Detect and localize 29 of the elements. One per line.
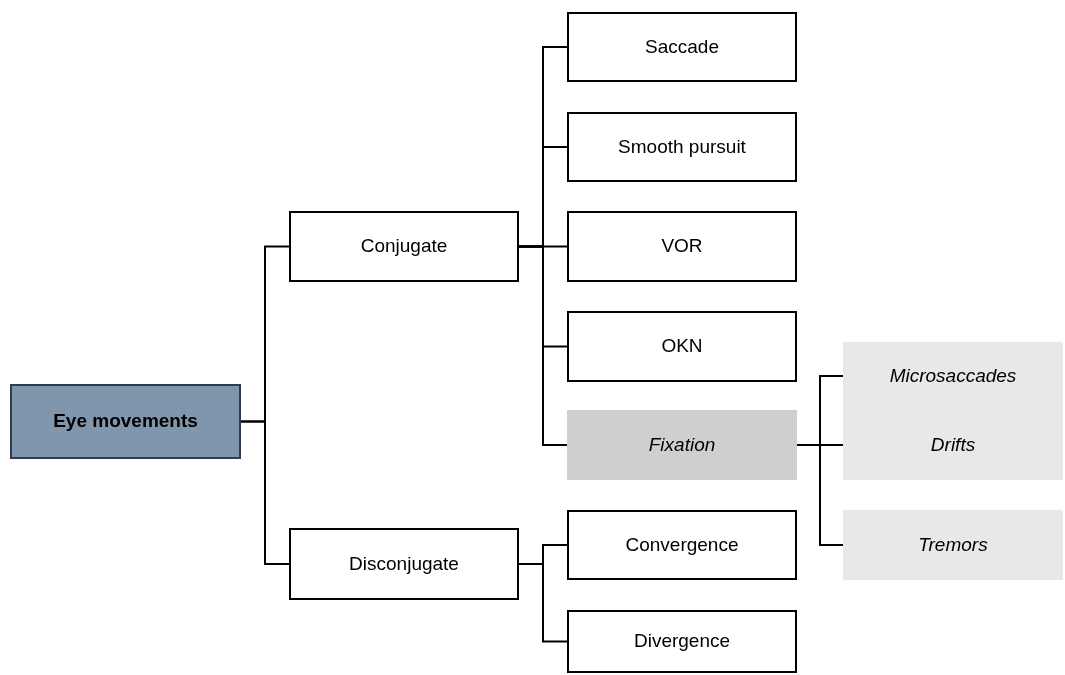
node-label: Microsaccades xyxy=(889,363,1017,388)
node-label: Disconjugate xyxy=(349,551,459,576)
connector-line xyxy=(518,563,568,643)
node-label: Drifts xyxy=(930,432,976,457)
node-label: VOR xyxy=(661,234,703,259)
category-box xyxy=(567,610,797,673)
category-box xyxy=(567,311,797,382)
node-label: OKN xyxy=(661,334,703,359)
node-label: Saccade xyxy=(645,34,719,59)
highlight-box xyxy=(567,410,797,480)
category-box xyxy=(289,528,519,600)
category-box xyxy=(567,211,797,282)
connector-line xyxy=(240,420,290,565)
root-box xyxy=(10,384,241,459)
node-label: Divergence xyxy=(633,629,731,654)
connector-line xyxy=(518,245,568,446)
category-box xyxy=(567,12,797,82)
node-label: Conjugate xyxy=(360,234,448,259)
node-label: Convergence xyxy=(625,532,739,557)
sub-box xyxy=(843,410,1063,480)
node-label: Tremors xyxy=(918,532,988,557)
node-label: Fixation xyxy=(648,432,716,457)
category-box xyxy=(567,510,797,580)
category-box xyxy=(567,112,797,182)
node-label: Smooth pursuit xyxy=(618,134,746,159)
sub-box xyxy=(843,342,1063,410)
category-box xyxy=(289,211,519,282)
sub-box xyxy=(843,510,1063,580)
node-label: Eye movements xyxy=(53,409,198,434)
